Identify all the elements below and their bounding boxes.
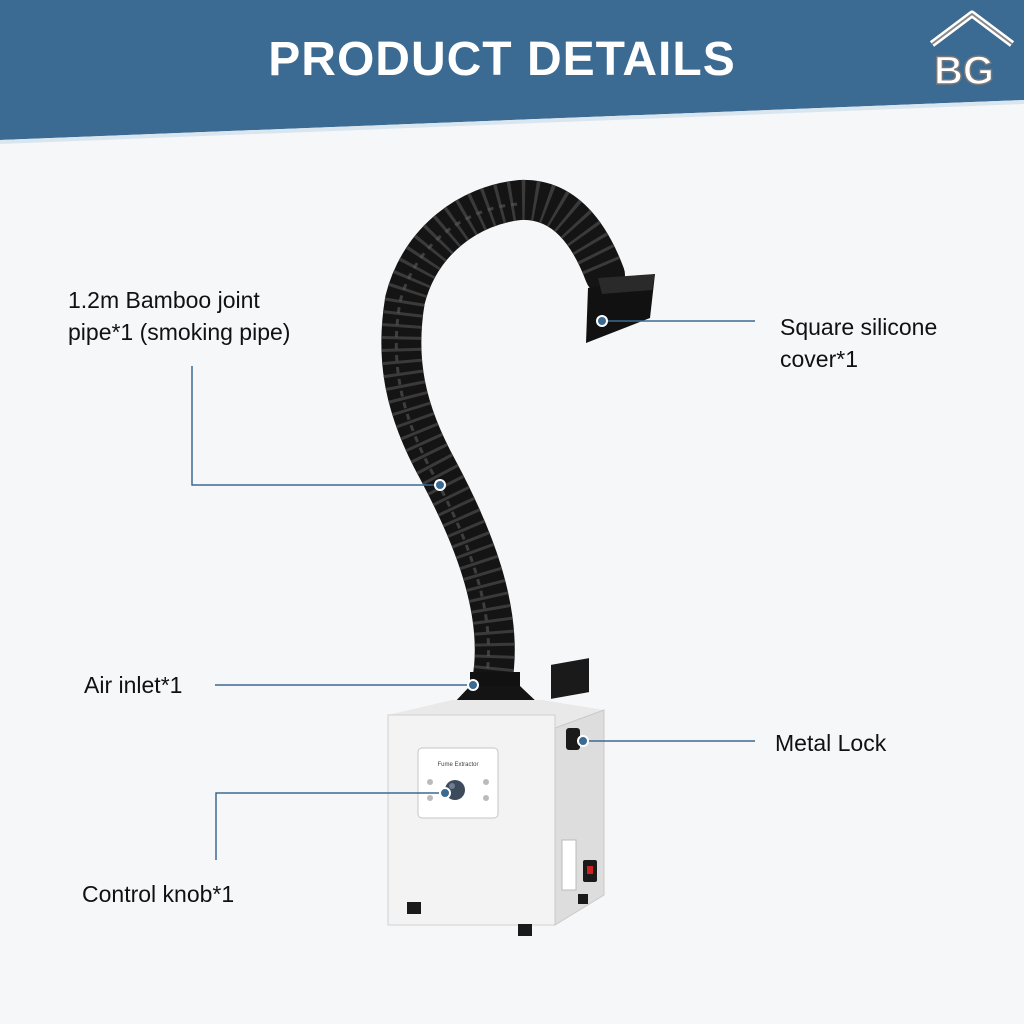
page-title: PRODUCT DETAILS (268, 33, 736, 86)
pipe-callout-line1: 1.2m Bamboo joint (68, 287, 260, 313)
lock-callout-label: Metal Lock (775, 727, 886, 759)
metal-lock (566, 728, 580, 750)
knob-callout-line1: Control knob*1 (82, 881, 235, 907)
header-banner: PRODUCT DETAILS BG (0, 0, 1024, 150)
inlet-callout-line1: Air inlet*1 (84, 672, 183, 698)
control-knob (445, 780, 465, 800)
side-handle-slot (551, 658, 589, 699)
house-gear-logo-icon: BG (929, 10, 1015, 90)
knob-callout-label: Control knob*1 (82, 878, 234, 910)
bamboo-joint-pipe (381, 180, 625, 702)
cover-callout-line2: cover*1 (780, 346, 858, 372)
lock-callout-line1: Metal Lock (775, 730, 887, 756)
cover-callout-label: Square silicone cover*1 (780, 311, 937, 375)
cover-callout-line1: Square silicone (780, 314, 938, 340)
logo-letters: BG (934, 49, 994, 90)
pipe-callout-line2: pipe*1 (smoking pipe) (68, 319, 291, 345)
brand-logo: BG (926, 10, 1018, 90)
pipe-callout-label: 1.2m Bamboo joint pipe*1 (smoking pipe) (68, 284, 290, 348)
control-panel-title: Fume Extractor (437, 762, 478, 768)
header-band-shape (0, 0, 1024, 144)
inlet-callout-label: Air inlet*1 (84, 669, 182, 701)
